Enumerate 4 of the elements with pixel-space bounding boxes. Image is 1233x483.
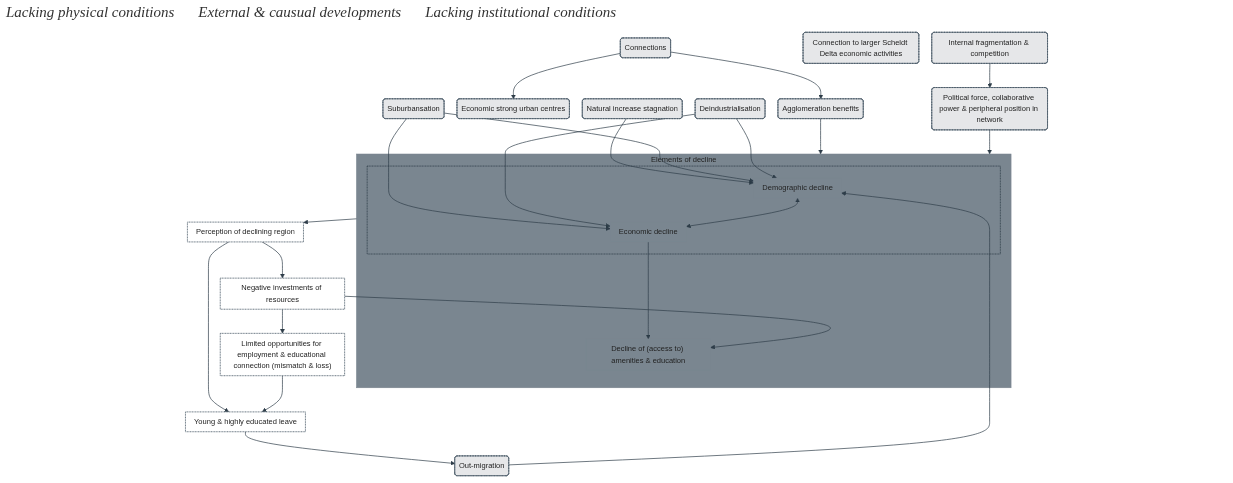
group-heading: Lacking physical conditions [6,4,175,21]
group-heading: Lacking institutional conditions [425,4,617,21]
cluster [366,165,1001,255]
group-heading: External & causual developments [198,4,402,21]
